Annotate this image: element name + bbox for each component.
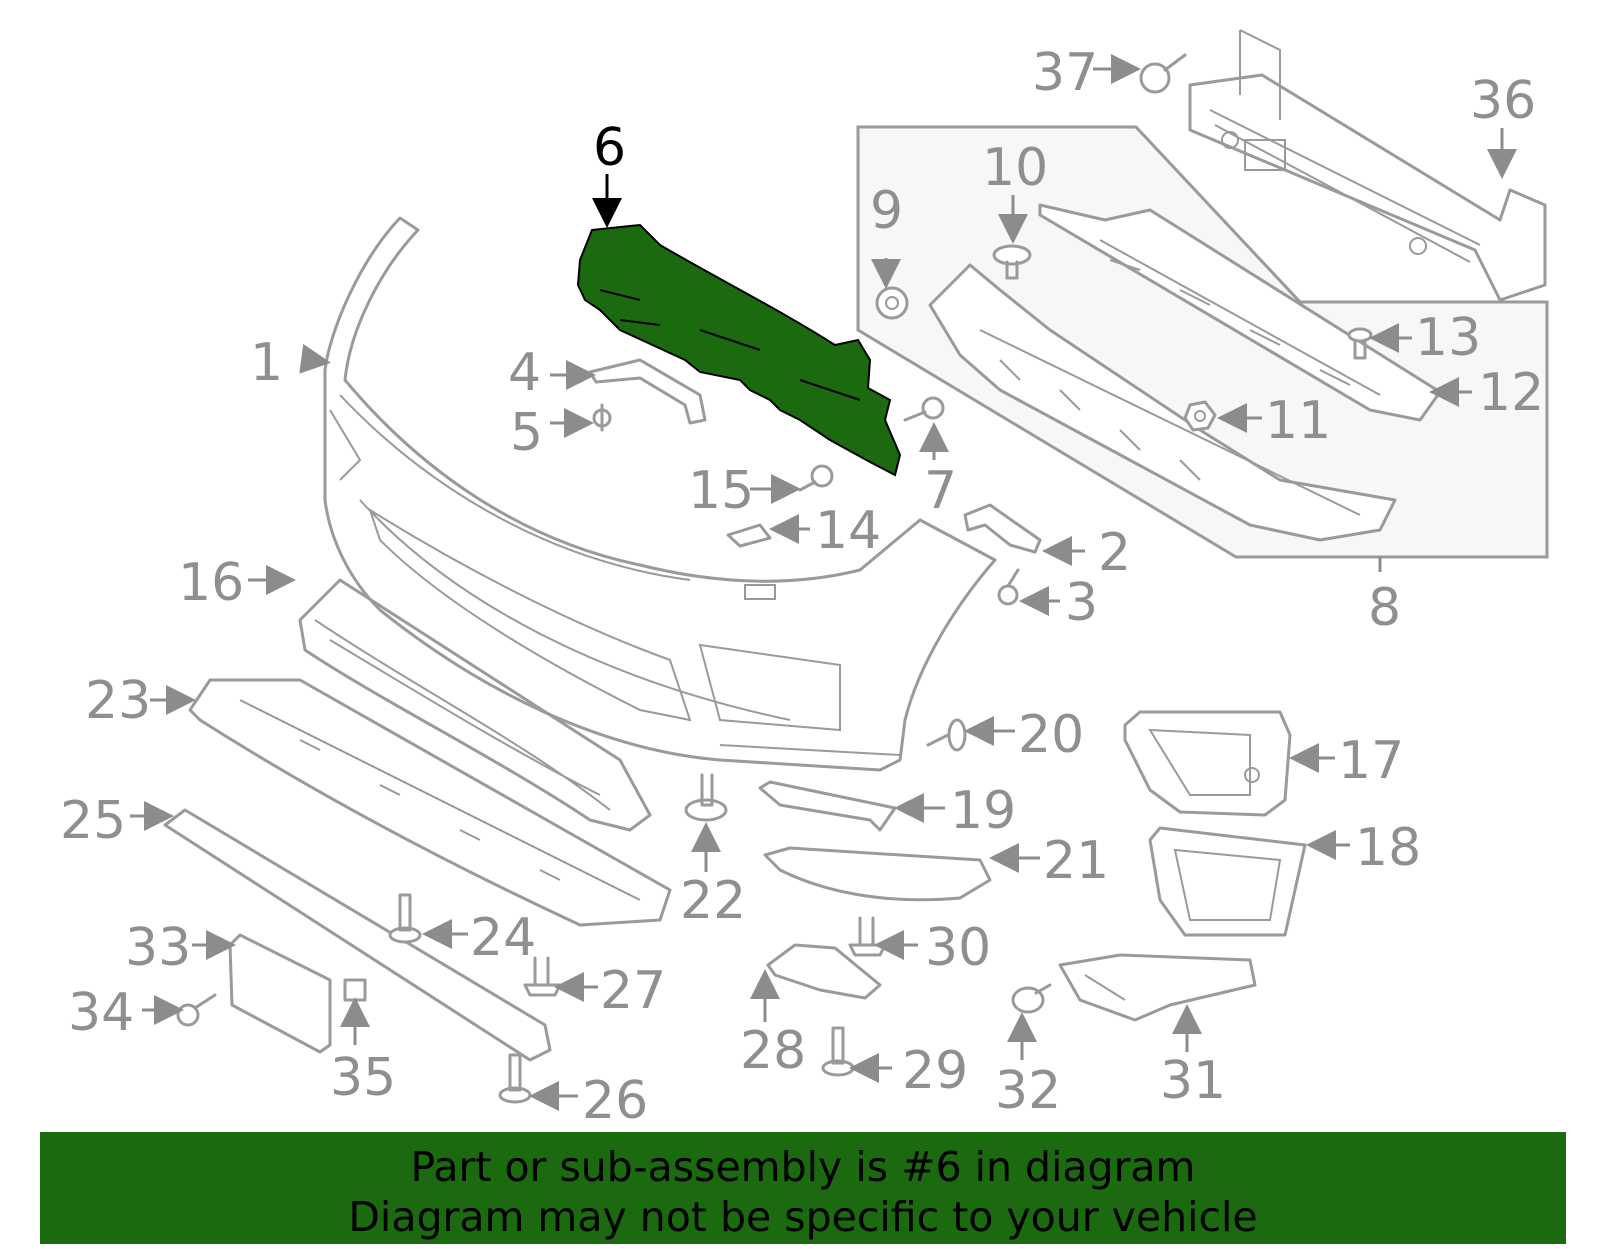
callout-1: 1 xyxy=(250,333,283,393)
part-34-bolt xyxy=(176,993,217,1027)
callout-17: 17 xyxy=(1338,731,1404,791)
info-banner: Part or sub-assembly is #6 in diagram Di… xyxy=(40,1132,1566,1244)
part-4-bracket xyxy=(588,358,707,425)
part-33-license-bracket xyxy=(228,933,332,1054)
part-11-nut xyxy=(1183,400,1217,432)
callout-33: 33 xyxy=(125,918,191,978)
part-1-bumper-cover xyxy=(323,216,997,772)
leader-lines xyxy=(130,54,1517,1111)
banner-line-2: Diagram may not be specific to your vehi… xyxy=(348,1193,1258,1241)
callout-3: 3 xyxy=(1065,573,1098,633)
callout-9: 9 xyxy=(870,181,903,241)
callout-6-highlighted: 6 xyxy=(593,118,626,178)
part-14-tow-cap xyxy=(726,523,772,548)
part-20-clip xyxy=(926,718,967,752)
callout-28: 28 xyxy=(740,1021,806,1081)
callout-24: 24 xyxy=(470,908,536,968)
part-3-screw xyxy=(997,568,1020,606)
part-16-grille xyxy=(298,578,652,832)
part-32-clip xyxy=(1011,983,1052,1014)
callout-12: 12 xyxy=(1478,363,1544,423)
callout-36: 36 xyxy=(1470,71,1536,131)
part-27-clip xyxy=(523,956,562,997)
part-5-bolt xyxy=(592,403,612,432)
part-26-screw xyxy=(498,1053,532,1104)
part-8-energy-absorber xyxy=(928,263,1397,542)
callout-15: 15 xyxy=(688,461,754,521)
callout-labels: 1 2 3 4 5 6 7 8 9 10 11 12 13 14 15 16 1… xyxy=(60,43,1544,1131)
part-7-clip xyxy=(903,396,945,422)
part-35-clip xyxy=(343,978,367,1002)
part-37-bolt xyxy=(1139,53,1187,94)
subassembly-box-8 xyxy=(856,125,1549,559)
callout-5: 5 xyxy=(510,403,543,463)
part-31-bracket xyxy=(1058,953,1257,1022)
part-9-nut xyxy=(875,286,909,320)
part-21-trim xyxy=(763,846,992,902)
callout-35: 35 xyxy=(330,1048,396,1108)
part-17-fog-lamp-bezel xyxy=(1123,710,1292,817)
part-2-bracket xyxy=(963,503,1042,554)
part-18-fog-lamp-grille xyxy=(1148,826,1307,937)
part-23-lower-valance xyxy=(188,678,672,927)
callout-16: 16 xyxy=(178,553,244,613)
part-25-skid-plate xyxy=(163,808,552,1062)
callout-31: 31 xyxy=(1160,1051,1226,1111)
part-30-clip xyxy=(848,916,887,957)
callout-29: 29 xyxy=(902,1041,968,1101)
part-10-clip xyxy=(992,244,1032,280)
callout-18: 18 xyxy=(1355,818,1421,878)
callout-13: 13 xyxy=(1415,308,1481,368)
callout-25: 25 xyxy=(60,791,126,851)
callout-14: 14 xyxy=(815,501,881,561)
callout-37: 37 xyxy=(1032,43,1098,103)
part-36-bumper-reinforcement xyxy=(1188,29,1547,302)
callout-32: 32 xyxy=(995,1061,1061,1121)
callout-19: 19 xyxy=(950,781,1016,841)
part-15-screw xyxy=(798,464,834,492)
part-24-screw xyxy=(388,893,422,944)
banner-line-1: Part or sub-assembly is #6 in diagram xyxy=(410,1143,1196,1191)
callout-20: 20 xyxy=(1018,705,1084,765)
callout-23: 23 xyxy=(85,671,151,731)
part-22-clip xyxy=(684,773,728,822)
part-6-energy-absorber-highlighted xyxy=(576,223,902,477)
callout-22: 22 xyxy=(680,871,746,931)
part-29-screw xyxy=(821,1026,855,1077)
callout-10: 10 xyxy=(982,138,1048,198)
part-19-trim xyxy=(758,780,897,832)
part-28-bracket xyxy=(766,943,882,1000)
callout-27: 27 xyxy=(600,961,666,1021)
callout-34: 34 xyxy=(68,983,134,1043)
callout-26: 26 xyxy=(582,1071,648,1131)
callout-30: 30 xyxy=(925,918,991,978)
callout-21: 21 xyxy=(1043,831,1109,891)
callout-4: 4 xyxy=(508,343,541,403)
callout-11: 11 xyxy=(1265,391,1331,451)
callout-2: 2 xyxy=(1098,523,1131,583)
callout-8: 8 xyxy=(1368,578,1401,638)
callout-7: 7 xyxy=(924,461,957,521)
